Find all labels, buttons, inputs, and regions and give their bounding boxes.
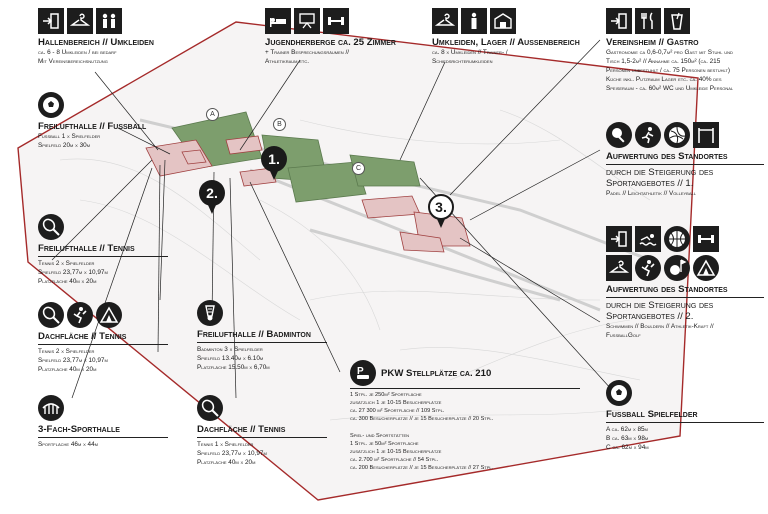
- hanger-icon: [432, 8, 458, 34]
- door-exit-icon: [38, 8, 64, 34]
- annotation-dreifach-sporthalle: 3-Fach-Sporthalle Sportfläche 46m x 44m: [38, 395, 168, 449]
- field-c: [287, 161, 367, 203]
- umkleiden-title: Umkleiden, Lager // Aussenbereich: [432, 37, 580, 48]
- annotation-jugendherberge: Jugendherberge ca. 25 Zimmer + Trainer B…: [265, 8, 425, 66]
- dachflaeche-tennis-mid-title: Dachfläche // Tennis: [197, 424, 286, 435]
- marker-3[interactable]: 3.: [428, 194, 454, 228]
- vereinsheim-title: Vereinsheim // Gastro: [606, 37, 699, 48]
- badminton-title: Freilufthalle // Badminton: [197, 329, 311, 340]
- svg-text:P: P: [357, 366, 364, 377]
- marker-3-label: 3.: [435, 199, 447, 215]
- annotation-dachflaeche-tennis-mid: Dachfläche // Tennis Tennis 1 x Spielfel…: [197, 395, 327, 467]
- field-label-a: A: [206, 108, 219, 121]
- shuttlecock-icon: [197, 300, 223, 326]
- tennis-racket-icon: [197, 395, 223, 421]
- swimmer-icon: [635, 226, 661, 252]
- field-label-c: C: [352, 162, 365, 175]
- door-exit-icon: [606, 226, 632, 252]
- dumbbell-icon: [693, 226, 719, 252]
- people-icon: [96, 8, 122, 34]
- parking-icon: P: [350, 360, 376, 386]
- marker-1-label: 1.: [268, 151, 280, 167]
- soccer-golf-icon: [664, 255, 690, 281]
- presentation-icon: [294, 8, 320, 34]
- freilufthalle-tennis-title: Freilufthalle // Tennis: [38, 243, 135, 254]
- annotation-badminton: Freilufthalle // Badminton Badminton 3 x…: [197, 300, 327, 372]
- bed-icon: [265, 8, 291, 34]
- annotation-umkleiden: Umkleiden, Lager // Aussenbereich ca. 8 …: [432, 8, 592, 66]
- warehouse-icon: [490, 8, 516, 34]
- marker-2[interactable]: 2.: [199, 180, 225, 214]
- pullup-bar-icon: [693, 122, 719, 148]
- annotation-hallenbereich: Hallenbereich // Umkleiden ca. 6 - 8 Umk…: [38, 8, 198, 66]
- beverage-icon: [664, 8, 690, 34]
- marker-2-label: 2.: [206, 185, 218, 201]
- tent-icon: [96, 302, 122, 328]
- person-icon: [461, 8, 487, 34]
- terrain-lines: [59, 109, 651, 421]
- tent-icon: [693, 255, 719, 281]
- basketball-icon: [664, 226, 690, 252]
- runner-icon: [635, 122, 661, 148]
- buildings: [145, 135, 471, 253]
- annotation-fussball-spielfelder: Fussball Spielfelder A ca. 62m x 85m B c…: [606, 380, 764, 452]
- soccer-ball-icon: [38, 92, 64, 118]
- climber-icon: [67, 302, 93, 328]
- climber-icon: [635, 255, 661, 281]
- annotation-freilufthalle-tennis: Freilufthalle // Tennis Tennis 2 x Spiel…: [38, 214, 168, 286]
- volleyball-icon: [664, 122, 690, 148]
- door-exit-icon: [606, 8, 632, 34]
- annotation-aufwertung-1: Aufwertung des Standortes durch die Stei…: [606, 122, 764, 198]
- annotation-vereinsheim: Vereinsheim // Gastro Gastronomie ca 0,6…: [606, 8, 764, 93]
- dreifach-title: 3-Fach-Sporthalle: [38, 424, 120, 435]
- dumbbell-icon: [323, 8, 349, 34]
- hanger-icon: [606, 255, 632, 281]
- tennis-racket-icon: [38, 214, 64, 240]
- leader-lines: [51, 39, 613, 399]
- annotation-dachflaeche-tennis-left: Dachfläche // Tennis Tennis 2 x Spielfel…: [38, 302, 168, 374]
- annotation-freilufthalle-fussball: Freilufthalle // Fussball Fussball 1 x S…: [38, 92, 168, 150]
- annotation-pkw: P PKW Stellplätze ca. 210 1 Stpl. je 250…: [350, 360, 580, 472]
- aufwertung-2-title: Aufwertung des Standortes: [606, 284, 728, 295]
- fussball-spielfelder-title: Fussball Spielfelder: [606, 409, 698, 420]
- cutlery-icon: [635, 8, 661, 34]
- hall-icon: [38, 395, 64, 421]
- field-label-b: B: [273, 118, 286, 131]
- field-d: [349, 154, 421, 187]
- marker-1[interactable]: 1.: [261, 146, 287, 180]
- aufwertung-1-title: Aufwertung des Standortes: [606, 151, 728, 162]
- dachflaeche-tennis-left-title: Dachfläche // Tennis: [38, 331, 127, 342]
- pkw-title: PKW Stellplätze ca. 210: [381, 367, 492, 379]
- jugendherberge-title: Jugendherberge ca. 25 Zimmer: [265, 37, 396, 48]
- hanger-icon: [67, 8, 93, 34]
- annotation-aufwertung-2: Aufwertung des Standortes durch die Stei…: [606, 226, 764, 340]
- freilufthalle-fussball-title: Freilufthalle // Fussball: [38, 121, 147, 132]
- padel-icon: [606, 122, 632, 148]
- hallenbereich-title: Hallenbereich // Umkleiden: [38, 37, 154, 48]
- tennis-racket-icon: [38, 302, 64, 328]
- soccer-ball-icon: [606, 380, 632, 406]
